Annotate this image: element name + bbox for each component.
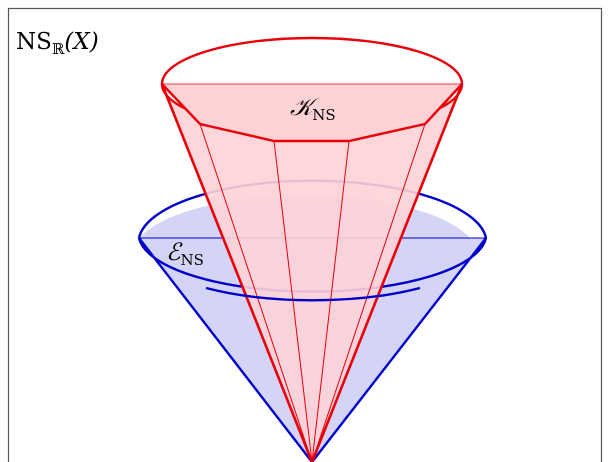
inner-cone-ray <box>199 123 313 462</box>
space-label-main: NS <box>16 29 52 55</box>
inner-cone-subscript: NS <box>312 106 335 124</box>
outer-cone-side-right <box>311 237 487 462</box>
inner-cone <box>160 36 464 462</box>
inner-cone-ray <box>311 140 350 462</box>
inner-cone-top-face-overlay <box>162 84 462 141</box>
inner-cone-side-left <box>160 83 314 462</box>
outer-cone-rim-front-overlay <box>205 286 421 302</box>
outer-cone-subscript: NS <box>181 251 204 269</box>
inner-cone-polygon-section <box>161 83 463 143</box>
space-label-argument: (X) <box>64 29 98 55</box>
outer-cone-label: ℰNS <box>166 238 204 269</box>
inner-cone-ray <box>273 140 313 462</box>
inner-cone-side-right <box>310 83 464 462</box>
outer-cone-side-left <box>138 237 313 462</box>
inner-cone-fill <box>162 84 462 462</box>
frame-border <box>7 7 603 462</box>
space-label: NSℝ(X) <box>16 29 99 58</box>
inner-cone-label: 𝒦NS <box>290 93 336 124</box>
inner-cone-ray <box>311 123 426 462</box>
space-label-subscript: ℝ <box>52 40 65 58</box>
outer-cone-symbol: ℰ <box>166 238 183 266</box>
